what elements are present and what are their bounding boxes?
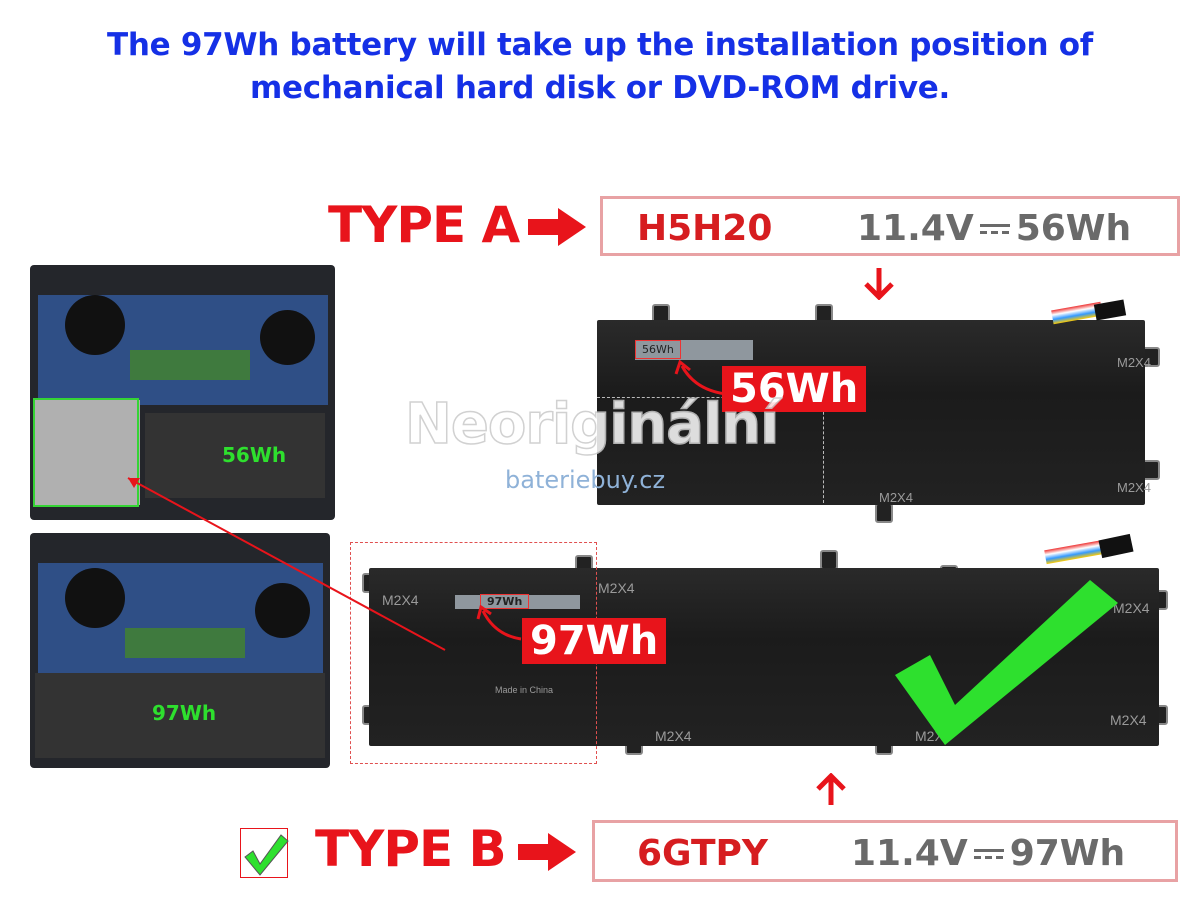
type-a-voltage: 11.4V	[857, 208, 974, 249]
type-b-voltage: 11.4V	[851, 833, 968, 874]
type-b-capacity: 97Wh	[1009, 833, 1126, 874]
type-b-spec-box: 6GTPY 11.4V 97Wh	[592, 820, 1178, 882]
laptop-b-image: 97Wh	[30, 533, 330, 768]
type-a-capacity: 56Wh	[1015, 208, 1132, 249]
type-b-spec: 11.4V 97Wh	[851, 833, 1125, 874]
headline-line-2: mechanical hard disk or DVD-ROM drive.	[250, 70, 950, 106]
laptop-a-tag: 56Wh	[222, 443, 287, 467]
type-a-code: H5H20	[637, 208, 773, 249]
dc-symbol-icon	[979, 223, 1010, 234]
screw-label: M2X4	[879, 490, 913, 505]
battery-a-image: 56Wh M2X4 M2X4 M2X4	[597, 299, 1177, 525]
curved-arrow-icon	[674, 360, 727, 396]
battery-b-sticker: 97Wh	[480, 594, 530, 609]
type-a-spec-box: H5H20 11.4V 56Wh	[600, 196, 1180, 256]
type-b-label: TYPE B	[315, 820, 507, 878]
laptop-b-tag: 97Wh	[152, 701, 217, 725]
checkmark-icon	[244, 834, 289, 876]
large-checkmark-icon	[895, 580, 1118, 745]
made-in-label: Made in China	[495, 685, 554, 695]
watermark-site: bateriebuy.cz	[505, 466, 666, 494]
screw-label: M2X4	[1110, 712, 1147, 728]
dc-symbol-icon	[973, 848, 1004, 859]
type-b-checkbox	[240, 828, 289, 878]
screw-label: M2X4	[1117, 355, 1151, 370]
curved-arrow-icon	[476, 605, 522, 641]
up-arrow-icon	[816, 773, 846, 805]
type-a-spec: 11.4V 56Wh	[857, 208, 1131, 249]
right-arrow-icon	[528, 208, 586, 246]
screw-label: M2X4	[1117, 480, 1151, 495]
screw-label: M2X4	[655, 728, 692, 744]
screw-label: M2X4	[598, 580, 635, 596]
hdd-highlight-box	[33, 398, 139, 507]
right-arrow-icon	[518, 833, 576, 871]
screw-label: M2X4	[1113, 600, 1150, 616]
battery-a-capacity-tag: 56Wh	[722, 366, 867, 412]
type-a-label: TYPE A	[328, 196, 520, 254]
down-arrow-icon	[864, 268, 894, 300]
headline-line-1: The 97Wh battery will take up the instal…	[107, 27, 1093, 63]
watermark-text: Neoriginální	[404, 391, 780, 458]
headline: The 97Wh battery will take up the instal…	[0, 24, 1200, 110]
type-b-code: 6GTPY	[637, 833, 768, 874]
battery-b-capacity-tag: 97Wh	[522, 618, 667, 664]
battery-a-sticker: 56Wh	[635, 340, 681, 359]
